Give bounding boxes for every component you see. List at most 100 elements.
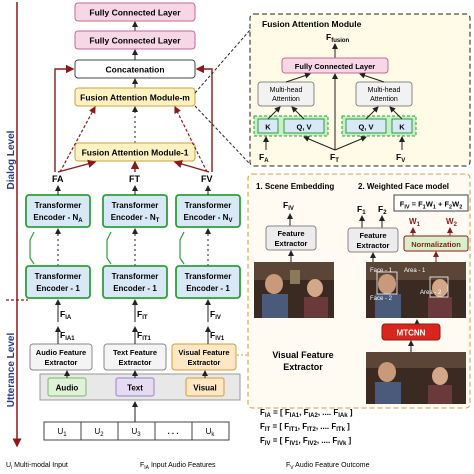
- zoom-line-1: [194, 29, 251, 94]
- svg-text:Text Feature: Text Feature: [113, 348, 157, 357]
- svg-text:FA: FA: [259, 152, 269, 164]
- svg-text:Transformer: Transformer: [112, 272, 159, 281]
- svg-text:Fusion Attention Module: Fusion Attention Module: [262, 19, 362, 29]
- svg-text:Text: Text: [127, 384, 143, 393]
- weighted-formula-box: [393, 194, 469, 212]
- svg-text:K: K: [265, 123, 271, 132]
- svg-text:Transformer: Transformer: [185, 272, 232, 281]
- fv-label: FV: [201, 174, 213, 184]
- svg-text:Attention: Attention: [370, 96, 398, 103]
- svg-text:Concatenation: Concatenation: [105, 65, 164, 75]
- fit-label: FIT: [137, 309, 148, 321]
- fusion-attention-module-1: Fusion Attention Module-1: [74, 142, 196, 162]
- svg-text:Normalization: Normalization: [411, 240, 461, 249]
- svg-text:Fully Connected Layer: Fully Connected Layer: [89, 8, 181, 18]
- fusion-attention-module-m: Fusion Attention Module-m: [74, 87, 196, 107]
- svg-text:Transformer: Transformer: [35, 272, 82, 281]
- transformer-encoder-nv: Transformer Encoder - NV: [175, 194, 241, 228]
- fa-label: FA: [52, 174, 64, 184]
- text-input-chip: Text: [115, 377, 155, 397]
- visual-feature-extractor: Visual Feature Extractor: [171, 343, 237, 371]
- svg-text:Area - 2: Area - 2: [420, 290, 442, 296]
- svg-text:Q, V: Q, V: [296, 123, 311, 132]
- legend: Ui Multi-modal Input FIA Input Audio Fea…: [6, 462, 370, 471]
- fia-label: FIA: [60, 309, 72, 321]
- ft-label: FT: [129, 174, 140, 184]
- svg-text:Encoder - NA: Encoder - NA: [33, 213, 83, 224]
- svg-text:Extractor: Extractor: [275, 239, 308, 248]
- svg-text:Transformer: Transformer: [112, 201, 159, 210]
- svg-text:Fully Connected Layer: Fully Connected Layer: [295, 62, 376, 71]
- svg-text:Audio: Audio: [56, 384, 79, 393]
- svg-text:FT: FT: [330, 152, 339, 164]
- svg-text:Extractor: Extractor: [119, 358, 152, 367]
- fiv1-label: FIV1: [210, 330, 225, 342]
- transformer-encoder-1-visual: Transformer Encoder - 1: [175, 265, 241, 299]
- svg-text:Visual Feature: Visual Feature: [178, 348, 229, 357]
- text-feature-extractor: Text Feature Extractor: [103, 343, 167, 371]
- zoom-line-2: [194, 105, 251, 165]
- svg-text:Visual: Visual: [193, 384, 216, 393]
- svg-text:Audio Feature: Audio Feature: [36, 348, 86, 357]
- svg-text:Multi-head: Multi-head: [270, 87, 303, 94]
- svg-text:Area - 1: Area - 1: [404, 268, 426, 274]
- svg-text:Visual Feature: Visual Feature: [272, 350, 333, 360]
- input-frame-photo: [366, 352, 466, 404]
- svg-text:Face - 1: Face - 1: [370, 268, 393, 274]
- svg-text:FV Audio Feature Outcome: FV Audio Feature Outcome: [286, 462, 370, 471]
- svg-text:Encoder - 1: Encoder - 1: [36, 284, 80, 293]
- face-photo: Face - 1 Area - 1 Face - 2 Area - 2: [366, 262, 466, 318]
- svg-text:FIA = [ FIA1, FIA2, .... FIAk: FIA = [ FIA1, FIA2, .... FIAk ]: [260, 408, 353, 419]
- svg-text:1. Scene Embedding: 1. Scene Embedding: [256, 182, 334, 191]
- svg-text:Transformer: Transformer: [35, 201, 82, 210]
- transformer-encoder-na: Transformer Encoder - NA: [25, 194, 91, 228]
- transformer-encoder-1-text: Transformer Encoder - 1: [102, 265, 168, 299]
- svg-text:Extractor: Extractor: [283, 362, 323, 372]
- svg-text:Multi-head: Multi-head: [368, 87, 401, 94]
- svg-text:Encoder - 1: Encoder - 1: [186, 284, 230, 293]
- svg-text:Extractor: Extractor: [357, 241, 390, 250]
- svg-text:Transformer: Transformer: [185, 201, 232, 210]
- svg-text:FIV = F1W1 + F2W2: FIV = F1W1 + F2W2: [400, 200, 463, 211]
- svg-text:FIA Input Audio Features: FIA Input Audio Features: [140, 462, 216, 471]
- svg-text:Q, V: Q, V: [358, 123, 373, 132]
- dialog-level-label: Dialog Level: [6, 130, 17, 189]
- svg-text:Encoder - 1: Encoder - 1: [113, 284, 157, 293]
- svg-text:U1: U1: [57, 427, 67, 438]
- svg-text:W2: W2: [446, 217, 458, 228]
- svg-text:Fusion Attention Module-m: Fusion Attention Module-m: [80, 93, 190, 103]
- svg-text:2. Weighted Face model: 2. Weighted Face model: [358, 182, 449, 191]
- fiv-label: FIV: [210, 309, 221, 321]
- utterance-strip: U1 U2 U3 . . . Uk: [43, 421, 230, 441]
- transformer-encoder-nt: Transformer Encoder - NT: [102, 194, 168, 228]
- svg-text:F2: F2: [378, 204, 387, 216]
- svg-text:Attention: Attention: [272, 96, 300, 103]
- svg-text:Encoder - NV: Encoder - NV: [184, 213, 233, 224]
- fit1-label: FIT1: [137, 330, 152, 342]
- svg-text:FIV: FIV: [283, 200, 294, 212]
- scene-photo: [254, 262, 334, 318]
- svg-text:Extractor: Extractor: [45, 358, 78, 367]
- svg-text:FIT = [ FIT1, FIT2, .... FITk: FIT = [ FIT1, FIT2, .... FITk ]: [260, 422, 350, 433]
- svg-text:Uk: Uk: [206, 427, 216, 438]
- utterance-level-label: Utterance Level: [6, 333, 17, 408]
- fc-layer-2: Fully Connected Layer: [74, 30, 196, 50]
- svg-text:Face - 2: Face - 2: [370, 296, 393, 302]
- svg-text:Feature: Feature: [277, 229, 304, 238]
- fia1-label: FIA1: [60, 330, 75, 342]
- svg-text:Ui Multi-modal Input: Ui Multi-modal Input: [6, 462, 68, 471]
- svg-text:FIV = [ FIV1, FIV2, .... FIVk: FIV = [ FIV1, FIV2, .... FIVk ]: [260, 436, 352, 447]
- visual-extractor-inset: 1. Scene Embedding 2. Weighted Face mode…: [247, 173, 471, 409]
- svg-text:W1: W1: [409, 217, 421, 228]
- svg-text:F1: F1: [357, 204, 366, 216]
- svg-text:U3: U3: [131, 427, 141, 438]
- svg-text:MTCNN: MTCNN: [397, 329, 426, 338]
- transformer-encoder-1-audio: Transformer Encoder - 1: [25, 265, 91, 299]
- svg-text:. . .: . . .: [167, 427, 178, 436]
- fc-layer-1: Fully Connected Layer: [74, 2, 196, 22]
- svg-text:Encoder - NT: Encoder - NT: [111, 213, 160, 224]
- svg-text:Fully Connected Layer: Fully Connected Layer: [89, 36, 181, 46]
- feature-equations: FIA = [ FIA1, FIA2, .... FIAk ] FIT = [ …: [260, 408, 353, 447]
- audio-input-chip: Audio: [47, 377, 87, 397]
